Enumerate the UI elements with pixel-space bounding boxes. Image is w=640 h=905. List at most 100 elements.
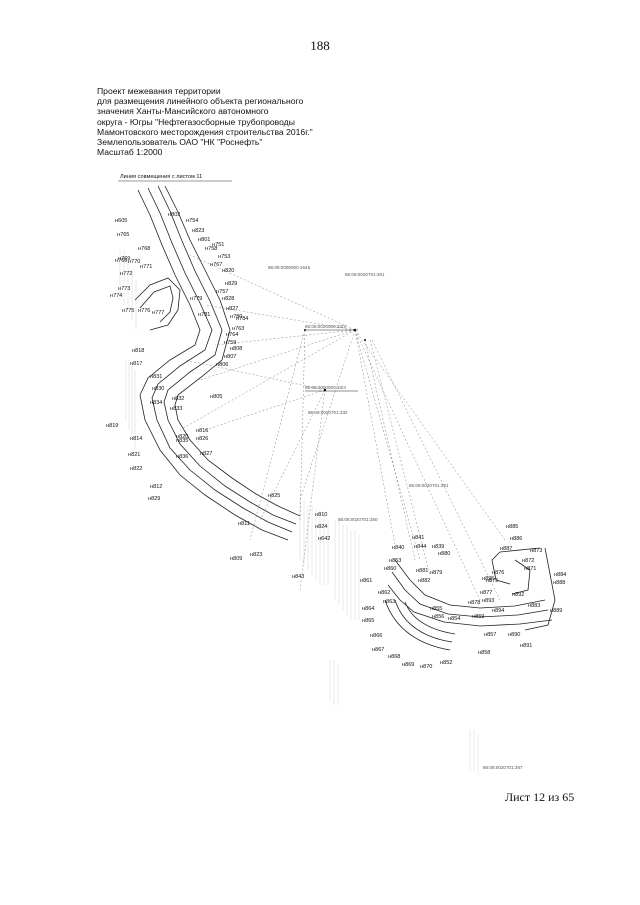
survey-rays (179, 254, 506, 601)
point-label: н807 (224, 354, 236, 360)
point-label: н823 (250, 552, 262, 558)
cadastral-label: 86:08:0020701:351 (409, 483, 449, 488)
point-label: н781 (198, 312, 210, 318)
point-label: н812 (150, 484, 162, 490)
point-label: н872 (522, 558, 534, 564)
cadastral-label: 86:08:0020000:33/3 (305, 324, 346, 329)
point-label: н857 (484, 632, 496, 638)
point-label: н822 (130, 466, 142, 472)
sheet-label: Лист 12 из 65 (505, 790, 575, 804)
point-label: н751 (212, 242, 224, 248)
point-label: н878 (468, 600, 480, 606)
title-line: значения Ханты-Мансийского автономного (97, 106, 269, 117)
point-label: н853 (389, 558, 401, 564)
title-line: Проект межевания территории (97, 86, 221, 96)
point-label: н814 (130, 436, 142, 442)
title-line: для размещения линейного объекта региона… (97, 96, 304, 107)
control-points (304, 328, 366, 392)
point-label: н827 (200, 451, 212, 457)
point-label: н753 (218, 254, 230, 260)
point-label: н871 (524, 566, 536, 572)
point-label: н886 (510, 536, 522, 542)
point-label: н827 (226, 306, 238, 312)
point-label: н759 (224, 340, 236, 346)
point-label: н855 (430, 606, 442, 612)
point-label: н869 (402, 662, 414, 668)
point-label: н771 (140, 264, 152, 270)
point-label: н802 (168, 212, 180, 218)
point-label: н839 (432, 544, 444, 550)
point-label: н863 (383, 599, 395, 605)
point-label: н818 (132, 348, 144, 354)
point-label: н826 (196, 436, 208, 442)
point-label: н809 (230, 556, 242, 562)
point-label: н895 (482, 576, 494, 582)
point-label: н758 (205, 246, 217, 252)
point-label: н767 (210, 262, 222, 268)
point-label: н642 (318, 536, 330, 542)
point-label: н884 (554, 572, 566, 578)
point-label: н843 (292, 574, 304, 580)
point-label: н866 (370, 633, 382, 639)
point-label: н806 (216, 362, 228, 368)
point-label: н823 (192, 228, 204, 234)
point-label: н876 (492, 570, 504, 576)
point-label: н835 (176, 438, 188, 444)
point-label: н865 (362, 618, 374, 624)
point-label: н860 (384, 566, 396, 572)
point-label: н881 (416, 568, 428, 574)
cadastral-label: 86:08:0000000:1646 (268, 265, 311, 270)
point-label: н824 (315, 524, 327, 530)
point-label: н861 (360, 578, 372, 584)
point-label: н892 (512, 592, 524, 598)
pipeline-loop-north (134, 277, 181, 331)
point-label: н873 (530, 548, 542, 554)
cadastral-label: 86:08:0020701:350 (338, 517, 378, 522)
point-label: н819 (106, 423, 118, 429)
point-label: н768 (138, 246, 150, 252)
point-label: н774 (110, 293, 122, 299)
point-label: н772 (120, 271, 132, 277)
point-label: н844 (414, 544, 426, 550)
point-label: н817 (130, 361, 142, 367)
point-label: н763 (232, 326, 244, 332)
title-line: Землепользователь ОАО "НК "Роснефть" (97, 137, 263, 148)
point-label: н769 (118, 256, 130, 262)
point-label: н765 (117, 232, 129, 238)
point-label: н830 (152, 386, 164, 392)
point-label: н834 (150, 400, 162, 406)
point-label: н877 (480, 590, 492, 596)
pipeline-corridor-west (137, 185, 301, 541)
point-label: н811 (238, 521, 250, 527)
point-label: н770 (128, 259, 140, 265)
cadastral-label: 86:08:0020701:332 (308, 410, 348, 415)
point-label: н820 (222, 268, 234, 274)
cadastral-label: 86:08:0020701:361 (345, 272, 385, 277)
point-label: н890 (508, 632, 520, 638)
point-label: н775 (122, 308, 134, 314)
point-label: н840 (392, 545, 404, 551)
point-label: н859 (472, 614, 484, 620)
point-label: н880 (438, 551, 450, 557)
scale-label: Масштаб 1:2000 (97, 147, 163, 158)
point-label: н882 (418, 578, 430, 584)
hatch-strips (119, 250, 479, 775)
point-label: н831 (150, 374, 162, 380)
point-label: н854 (448, 616, 460, 622)
point-label: н784 (236, 316, 248, 322)
point-label: н829 (225, 281, 237, 287)
point-label: н766 (115, 258, 127, 264)
match-line-label: Линия совмещения с листом 11 (120, 174, 202, 180)
point-label: н894 (492, 608, 504, 614)
point-label: н808 (230, 346, 242, 352)
point-label: н870 (420, 664, 432, 670)
point-label: н605 (115, 218, 127, 224)
point-label: н867 (372, 647, 384, 653)
title-line: Мамонтовского месторождения строительств… (97, 126, 313, 137)
point-label: н829 (148, 496, 160, 502)
title-line: округа - Югры "Нефтегазосборные трубопро… (97, 116, 295, 127)
point-label: н893 (482, 598, 494, 604)
point-label: н852 (440, 660, 452, 666)
